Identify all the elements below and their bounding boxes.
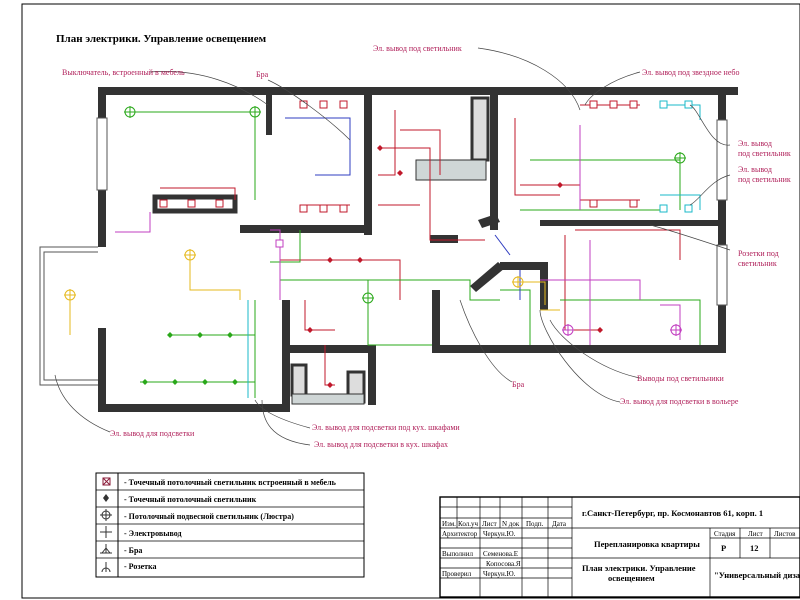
fixtures-chandelier bbox=[64, 106, 686, 336]
wiring-yellow bbox=[69, 255, 560, 335]
callout-switch-in-furniture: Выключатель, встроенный в мебель bbox=[62, 68, 185, 77]
legend-label: - Потолочный подвесной светильник (Люстр… bbox=[124, 512, 294, 521]
callout-starry-sky: Эл. вывод под звездное небо bbox=[642, 68, 739, 77]
stamp-col: Дата bbox=[552, 520, 567, 528]
stamp-name: Копосова.Я bbox=[486, 560, 521, 568]
boxed-cross-icon bbox=[102, 477, 111, 486]
walls bbox=[98, 87, 738, 412]
stamp-col: Кол.уч bbox=[458, 520, 478, 528]
stamp-company: "Универсальный дизайн" bbox=[714, 570, 800, 580]
stamp-sheet-no: 12 bbox=[750, 543, 759, 553]
fixtures-diamond bbox=[142, 145, 603, 388]
wall-lamp-icon bbox=[100, 544, 112, 554]
callout-el-out-lamp-r1b: под светильник bbox=[738, 149, 791, 158]
callout-bra-bottom: Бра bbox=[512, 380, 525, 389]
callout-el-out-backlight: Эл. вывод для подсветки bbox=[110, 429, 195, 438]
stamp-role: Проверил bbox=[442, 570, 472, 578]
stamp-role: Выполнил bbox=[442, 550, 474, 558]
socket-icon bbox=[101, 562, 111, 573]
stamp-sheet-title: План электрики. Управление bbox=[582, 563, 696, 573]
stamp-col: Изм. bbox=[442, 520, 456, 528]
callout-el-out-lamp-top: Эл. вывод под светильник bbox=[373, 44, 462, 53]
wiring-magenta bbox=[115, 125, 681, 345]
callout-el-out-lamp-r2b: под светильник bbox=[738, 175, 791, 184]
stamp-name: Черкун.Ю. bbox=[483, 570, 516, 578]
legend: - Точечный потолочный светильник встроен… bbox=[95, 472, 365, 578]
stamp-col: N док bbox=[502, 520, 520, 528]
fixtures-boxed bbox=[159, 100, 693, 248]
callout-bra-top: Бра bbox=[256, 70, 269, 79]
sheet-frame bbox=[21, 3, 800, 599]
wiring-green bbox=[130, 111, 701, 398]
stamp-h-sheet: Лист bbox=[748, 530, 763, 538]
stamp-address: г.Санкт-Петербург, пр. Космонавтов 61, к… bbox=[582, 508, 763, 518]
legend-label: - Бра bbox=[124, 546, 142, 555]
callout-el-out-in-cab: Эл. вывод для подсветки в кух. шкафах bbox=[314, 440, 448, 449]
legend-label: - Розетка bbox=[124, 562, 157, 571]
stamp-h-stage: Стадия bbox=[714, 530, 736, 538]
circle-cross-icon bbox=[100, 509, 112, 521]
windows bbox=[96, 117, 728, 306]
callout-el-out-lamp-r2a: Эл. вывод bbox=[738, 165, 772, 174]
stamp-project: Перепланировка квартиры bbox=[594, 539, 700, 549]
stamp-h-sheets: Листов bbox=[774, 530, 796, 538]
plus-icon bbox=[100, 526, 112, 538]
legend-label: - Электровывод bbox=[124, 529, 182, 538]
stamp-col: Подп. bbox=[526, 520, 544, 528]
stamp-name: Черкун.Ю. bbox=[483, 530, 516, 538]
callout-outputs-lamp: Выводы под светильники bbox=[637, 374, 724, 383]
stamp-name: Семенова.Е bbox=[483, 550, 518, 558]
diamond-dot-icon bbox=[103, 494, 109, 502]
page-title: План электрики. Управление освещением bbox=[56, 33, 267, 45]
callout-el-out-under-cab: Эл. вывод для подсветки под кух. шкафами bbox=[312, 423, 460, 432]
callout-sockets-a: Розетки под bbox=[738, 249, 779, 258]
title-block: г.Санкт-Петербург, пр. Космонавтов 61, к… bbox=[439, 496, 800, 598]
stamp-stage: Р bbox=[721, 543, 726, 553]
balcony bbox=[39, 246, 98, 386]
furniture bbox=[152, 96, 490, 405]
wiring-red bbox=[160, 104, 681, 386]
callout-out-aviary: Эл. вывод для подсветки в вольере bbox=[620, 397, 739, 406]
legend-label: - Точечный потолочный светильник встроен… bbox=[124, 478, 337, 487]
legend-label: - Точечный потолочный светильник bbox=[124, 495, 257, 504]
callout-el-out-lamp-r1a: Эл. вывод bbox=[738, 139, 772, 148]
stamp-role: Архитектор bbox=[442, 530, 478, 538]
stamp-sheet-title: освещением bbox=[608, 573, 655, 583]
stamp-col: Лист bbox=[482, 520, 497, 528]
wiring-blue bbox=[285, 117, 521, 300]
wiring-cyan bbox=[247, 104, 701, 398]
callout-sockets-b: светильник bbox=[738, 259, 777, 268]
callout-leaders bbox=[54, 47, 731, 446]
